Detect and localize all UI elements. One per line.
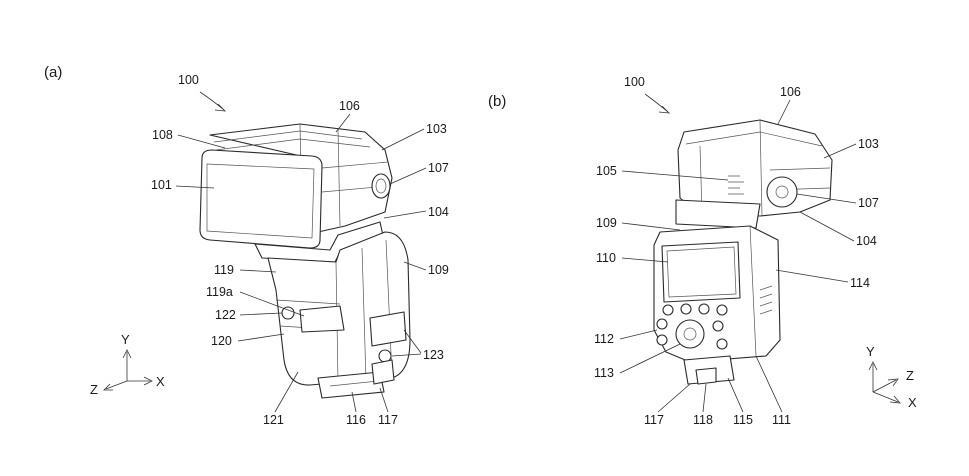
panel-a-ref-arrowhead: [214, 103, 227, 112]
axis-a-y: Y: [121, 332, 130, 347]
label-104: 104: [428, 205, 449, 219]
label-106: 106: [339, 99, 360, 113]
terminal-cover: [369, 311, 407, 347]
foot-mount: [317, 371, 385, 399]
neck-rear: [675, 199, 761, 229]
label-b-104: 104: [856, 234, 877, 248]
panel-a-axes: Y Z X: [90, 332, 165, 397]
label-109: 109: [428, 263, 449, 277]
battery-door: [299, 305, 345, 333]
axis-b-z: Z: [906, 368, 914, 383]
label-101: 101: [151, 178, 172, 192]
function-button-1: [662, 304, 674, 316]
side-button-lower: [656, 334, 668, 346]
label-122: 122: [215, 308, 236, 322]
label-b-115: 115: [733, 413, 753, 427]
lcd-screen: [661, 241, 741, 303]
label-b-103: 103: [858, 137, 879, 151]
function-button-2: [680, 303, 692, 315]
label-119a: 119a: [206, 285, 233, 299]
front-light-panel: [199, 149, 323, 249]
axis-a-x: X: [156, 374, 165, 389]
menu-button: [716, 338, 728, 350]
label-b-114: 114: [850, 276, 870, 290]
axis-a-z: Z: [90, 382, 98, 397]
panel-b-ref-arrowhead: [658, 105, 671, 114]
label-120: 120: [211, 334, 232, 348]
foot-lock: [695, 367, 717, 385]
label-108: 108: [152, 128, 173, 142]
label-b-110: 110: [596, 251, 616, 265]
label-b-117: 117: [644, 413, 664, 427]
label-b-106: 106: [780, 85, 801, 99]
panel-b-ref-arrow: [644, 93, 669, 113]
side-dial: [371, 173, 391, 199]
panel-a-ref-number: 100: [178, 73, 199, 87]
side-dial-rear: [766, 176, 798, 208]
flash-front-view: [199, 123, 411, 399]
label-119: 119: [214, 263, 234, 277]
panel-a: (a) 100: [44, 64, 449, 427]
panel-b-tag: (b): [488, 93, 506, 110]
lock-lever: [371, 359, 395, 385]
panel-a-tag: (a): [44, 64, 62, 81]
label-b-112: 112: [594, 332, 614, 346]
panel-b-ref-number: 100: [624, 75, 645, 89]
label-b-118: 118: [693, 413, 713, 427]
function-button-4: [716, 304, 728, 316]
axis-b-x: X: [908, 395, 917, 410]
set-button: [712, 320, 724, 332]
label-b-109: 109: [596, 216, 617, 230]
flash-rear-view: [653, 119, 833, 385]
label-b-111: 111: [772, 413, 791, 427]
panel-a-ref-arrow: [199, 91, 225, 111]
label-107: 107: [428, 161, 449, 175]
label-103: 103: [426, 122, 447, 136]
label-b-105: 105: [596, 164, 617, 178]
label-b-113: 113: [594, 366, 614, 380]
label-116: 116: [346, 413, 366, 427]
side-button-upper: [656, 318, 668, 330]
axis-b-y: Y: [866, 344, 875, 359]
label-b-107: 107: [858, 196, 879, 210]
panel-b: (b) 100: [488, 75, 917, 427]
label-123: 123: [423, 348, 444, 362]
control-dial: [675, 319, 705, 349]
panel-b-axes: Y Z X: [866, 344, 917, 410]
function-button-3: [698, 303, 710, 315]
label-121: 121: [263, 413, 284, 427]
label-117: 117: [378, 413, 398, 427]
